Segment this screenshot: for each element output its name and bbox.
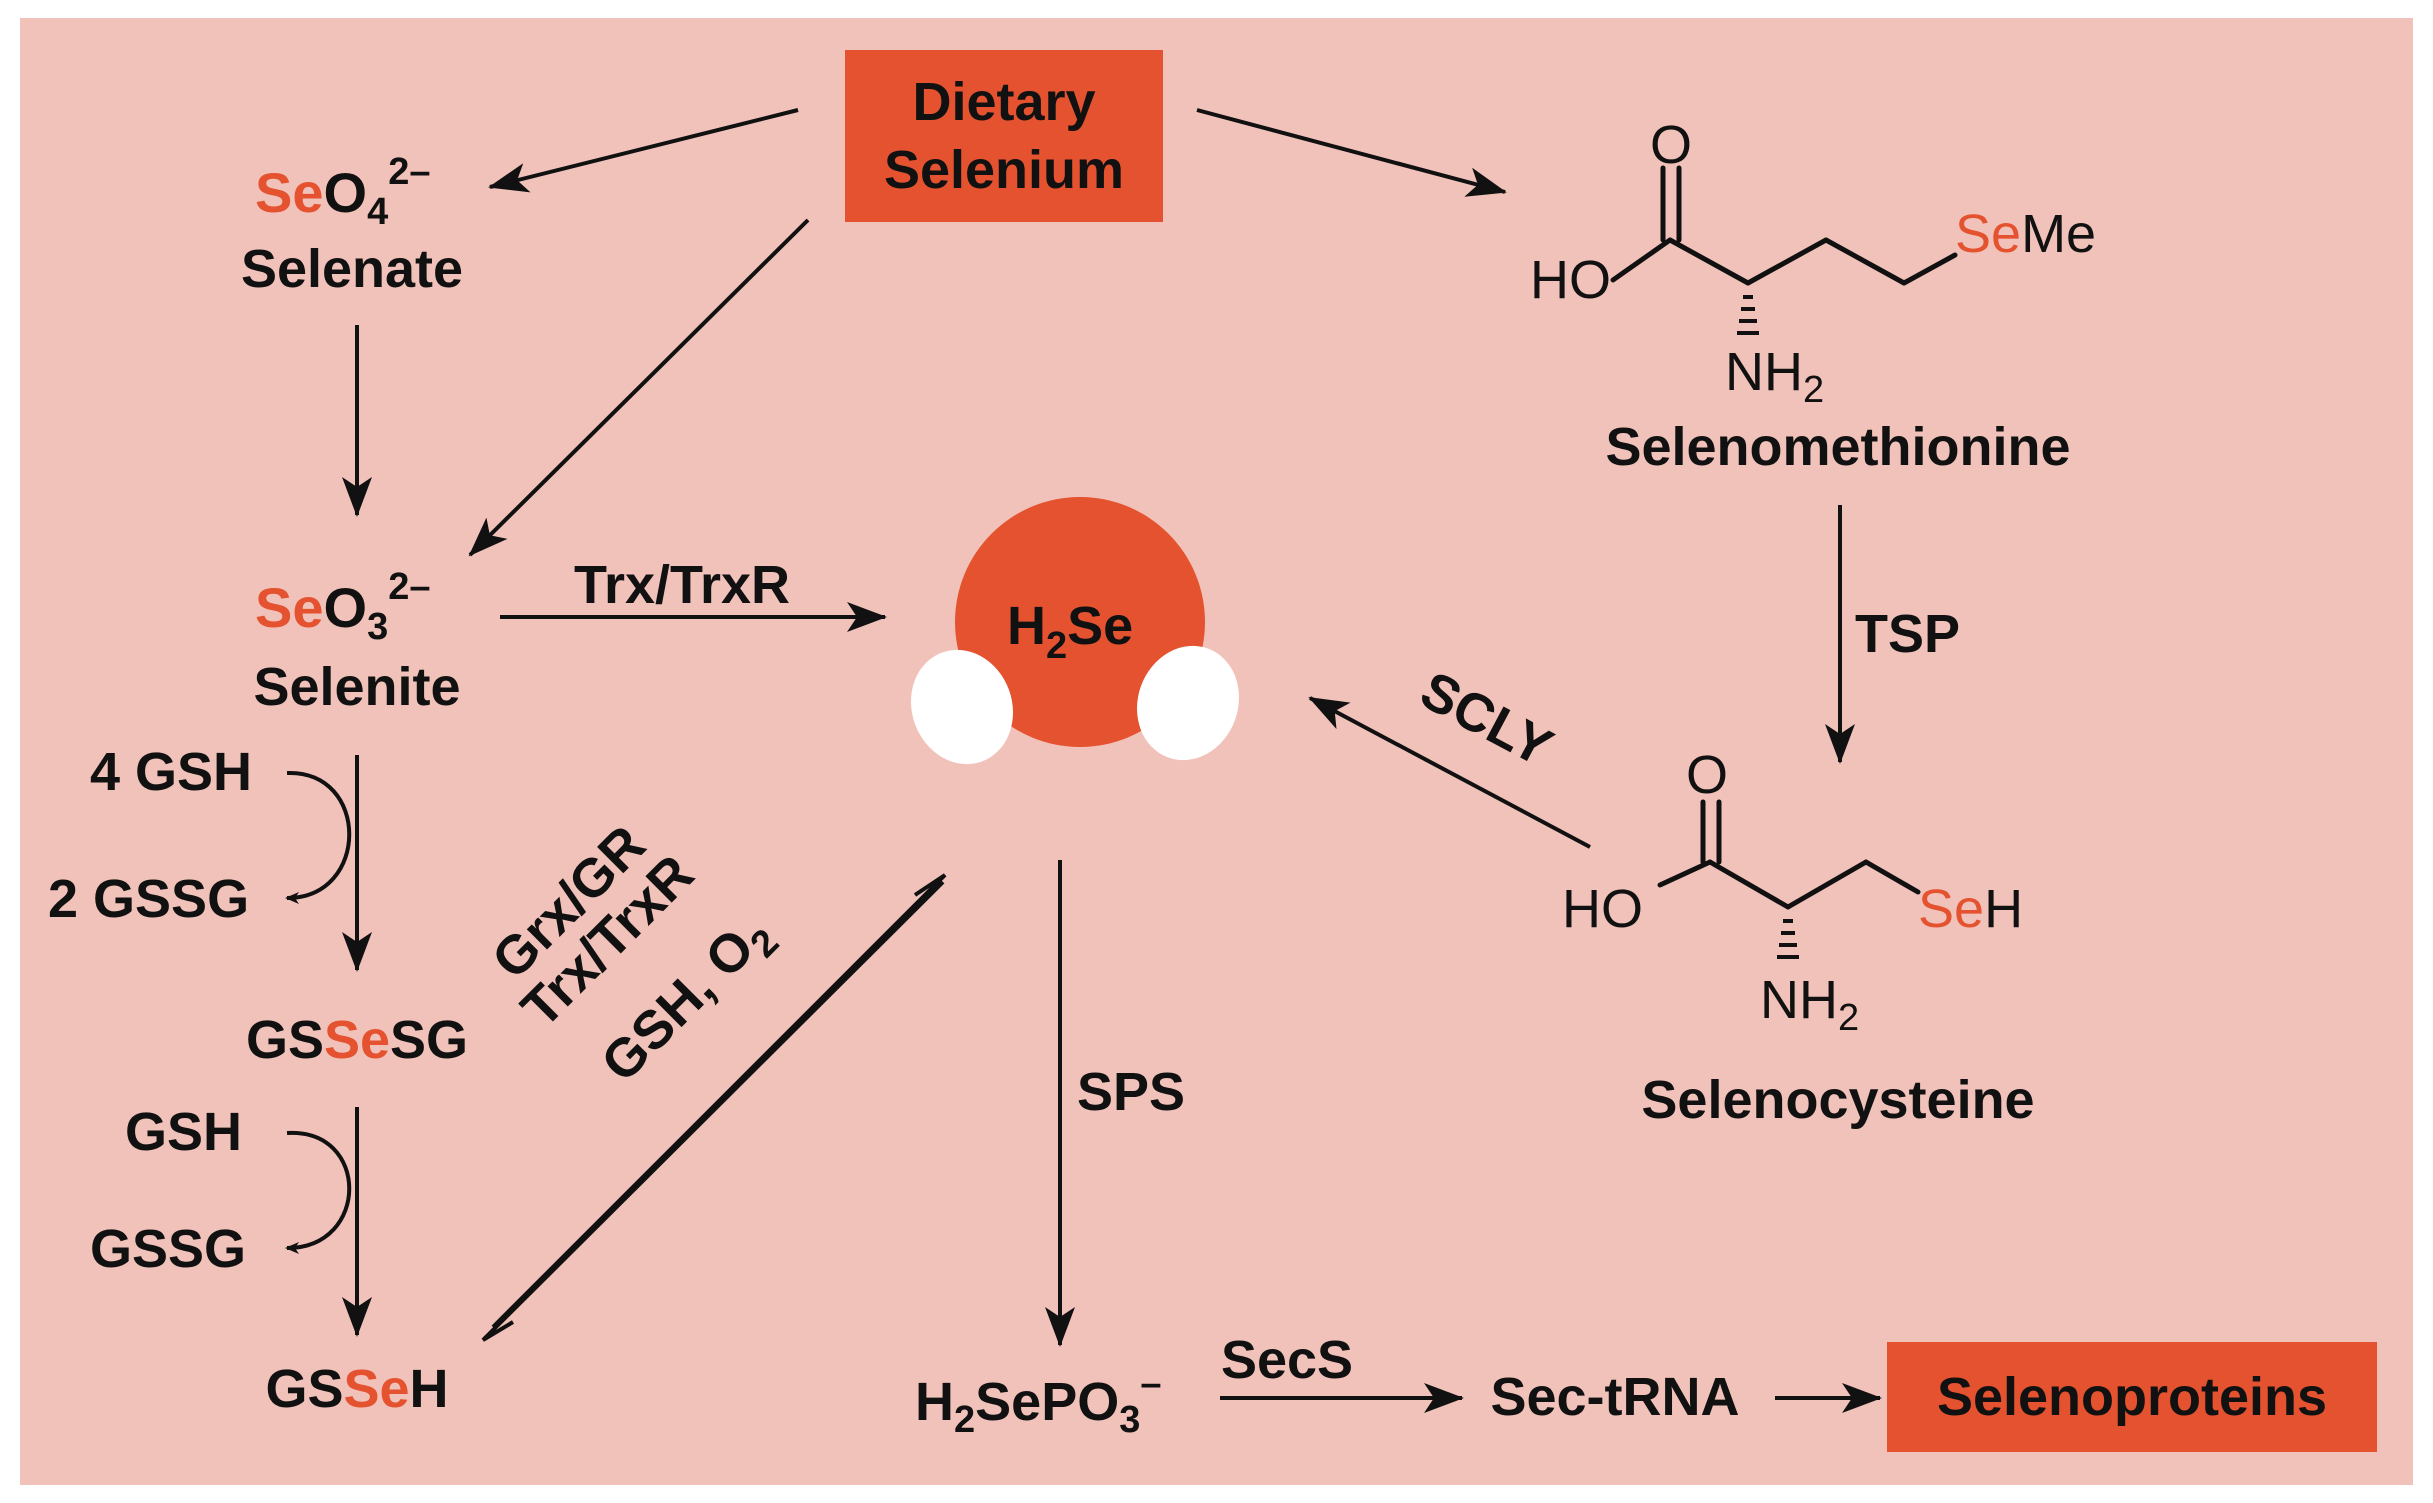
selenite-label: Selenite <box>253 657 460 717</box>
gssesg-node: GSSeSG <box>246 1010 468 1070</box>
selenocysteine-bonds <box>1657 799 1921 910</box>
selenium-label: Selenium <box>884 140 1124 200</box>
label-secs: SecS <box>1221 1330 1353 1390</box>
arrow-dietary-to-selenate <box>488 108 799 193</box>
sec-trna-node: Sec-tRNA <box>1490 1367 1739 1427</box>
arrow-dietary-to-selenite <box>468 218 810 557</box>
arrow-dietary-to-selenomethionine <box>1196 108 1507 197</box>
h2se-molecule: H2Se <box>910 497 1240 765</box>
selenate-sup: 2– <box>388 151 430 193</box>
selenomethionine-bonds <box>1610 165 1958 286</box>
diagram-background <box>20 18 2413 1485</box>
arrow-h2se-to-gsseh <box>481 880 945 1342</box>
h-atom-right <box>1136 645 1240 761</box>
selenate-o: O <box>324 161 368 224</box>
selenite-sup: 2– <box>388 566 430 608</box>
curve-gsh-gssg-1 <box>285 770 352 904</box>
gsseh-node: GSSeH <box>265 1359 448 1419</box>
selenate-node: SeO42– Selenate <box>241 151 463 299</box>
selenate-se: Se <box>255 161 324 224</box>
label-2-gssg: 2 GSSG <box>48 869 249 929</box>
h2sepo3-node: H2SePO3– <box>915 1363 1162 1441</box>
selenoproteins-box <box>1887 1342 2377 1452</box>
selenate-formula: SeO42– <box>255 151 430 233</box>
selenomethionine-hash <box>1737 295 1759 335</box>
selenite-se: Se <box>255 576 324 639</box>
selenite-formula: SeO32– <box>255 566 430 648</box>
arrows <box>285 108 1882 1413</box>
dietary-selenium-box <box>845 50 1163 222</box>
selenomethionine-label: Selenomethionine <box>1605 417 2070 477</box>
selenocysteine-node: O HO NH2 SeH Selenocysteine <box>1562 745 2035 1130</box>
selenite-o: O <box>324 576 368 639</box>
h2se-label: H2Se <box>1007 596 1133 667</box>
dietary-label: Dietary <box>912 72 1095 132</box>
selenocysteine-o: O <box>1686 745 1728 805</box>
selenoproteins-label: Selenoproteins <box>1937 1367 2327 1427</box>
selenocysteine-hash <box>1777 919 1799 959</box>
h-atom-left <box>910 649 1014 765</box>
selenomethionine-node: O HO NH2 SeMe Selenomethionine <box>1530 115 2096 477</box>
selenomethionine-seme: SeMe <box>1955 204 2096 264</box>
selenate-sub: 4 <box>367 191 388 233</box>
selenite-node: SeO32– Selenite <box>253 566 460 717</box>
selenoproteins-node: Selenoproteins <box>1887 1342 2377 1452</box>
selenate-label: Selenate <box>241 239 463 299</box>
label-tsp: TSP <box>1855 604 1960 664</box>
selenomethionine-nh2: NH2 <box>1725 342 1824 411</box>
dietary-selenium-node: Dietary Selenium <box>845 50 1163 222</box>
selenomethionine-o: O <box>1650 115 1692 175</box>
arrow-gsseh-to-h2se <box>491 873 947 1329</box>
curve-gsh-gssg-2 <box>285 1130 352 1254</box>
selenocysteine-ho: HO <box>1562 879 1643 939</box>
selenite-sub: 3 <box>367 606 388 648</box>
equilibrium-labels: Grx/GR Trx/TrxR GSH, O2 <box>481 814 788 1093</box>
label-gsh: GSH <box>125 1102 242 1162</box>
label-sps: SPS <box>1077 1062 1185 1122</box>
selenocysteine-seh: SeH <box>1918 879 2023 939</box>
arrow-selenocysteine-to-h2se <box>1308 696 1591 849</box>
selenocysteine-label: Selenocysteine <box>1641 1070 2034 1130</box>
label-scly: SCLY <box>1411 660 1562 778</box>
label-trx-trxr: Trx/TrxR <box>574 555 790 615</box>
selenocysteine-nh2: NH2 <box>1760 970 1859 1039</box>
label-4-gsh: 4 GSH <box>90 742 252 802</box>
label-gssg: GSSG <box>90 1219 246 1279</box>
selenomethionine-ho: HO <box>1530 250 1611 310</box>
